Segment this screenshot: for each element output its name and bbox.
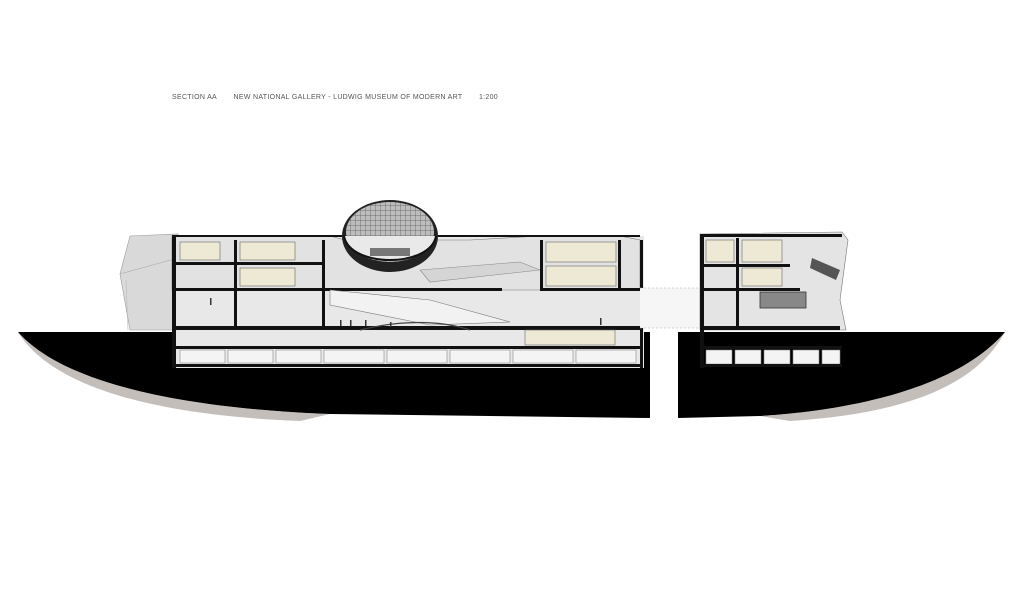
- main-building: [171, 235, 644, 368]
- project-name: NEW NATIONAL GALLERY - LUDWIG MUSEUM OF …: [233, 94, 463, 101]
- drawing-title: SECTION AA NEW NATIONAL GALLERY - LUDWIG…: [172, 94, 498, 106]
- east-building: [699, 231, 849, 368]
- drawing-scale: 1:200: [478, 94, 498, 101]
- section-label: SECTION AA: [172, 94, 218, 101]
- dome: [342, 200, 438, 272]
- bridge: [640, 287, 708, 422]
- west-glass-facade: [119, 233, 179, 331]
